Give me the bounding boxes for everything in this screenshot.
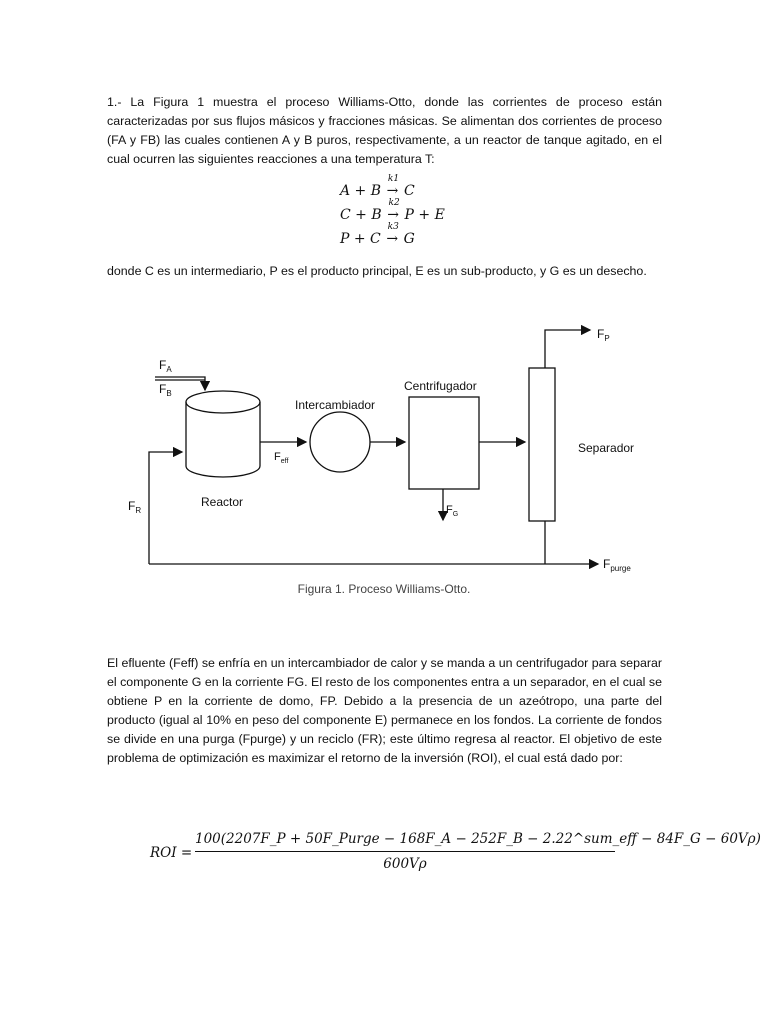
reaction-3-lhs: P + C — [340, 231, 381, 247]
reaction-3-rate-constant: k3 — [387, 222, 399, 232]
centrifuge — [408, 396, 480, 490]
reaction-2-lhs: C + B — [340, 207, 382, 223]
roi-denominator: 600Vρ — [383, 856, 427, 872]
reaction-2-arrow: k2→ — [386, 198, 400, 227]
label-feff: Feff — [274, 451, 288, 465]
label-fb: FB — [159, 382, 172, 398]
reaction-1-rate-constant: k1 — [387, 174, 400, 184]
separator-column — [528, 367, 556, 522]
fp-outlet-line — [544, 324, 592, 368]
reaction-1-arrow: k1→ — [385, 174, 399, 203]
label-fpurge: Fpurge — [603, 557, 631, 573]
reactions-explanation: donde C es un intermediario, P es el pro… — [107, 264, 647, 278]
label-fr: FR — [128, 499, 141, 515]
reaction-3-rhs: G — [403, 231, 415, 247]
label-reactor: Reactor — [201, 495, 243, 509]
heat-exchanger — [309, 411, 371, 473]
label-fa: FA — [159, 358, 172, 374]
reaction-1-lhs: A + B — [340, 183, 382, 199]
label-fp: FP — [597, 327, 610, 343]
reaction-equations: A + B k1→ C C + B k2→ P + E P + C k3→ G — [340, 174, 445, 251]
roi-fraction: 100(2207F_P + 50F_Purge − 168F_A − 252F_… — [195, 828, 761, 874]
recycle-line — [148, 446, 184, 564]
feed-a-line — [155, 376, 211, 392]
reaction-2: C + B k2→ P + E — [340, 198, 445, 227]
reactor-vessel — [185, 390, 261, 478]
process-description: El efluente (Feff) se enfría en un inter… — [107, 656, 662, 765]
roi-fraction-bar — [195, 851, 615, 852]
problem-intro: 1.- La Figura 1 muestra el proceso Willi… — [107, 95, 662, 166]
reaction-2-rhs: P + E — [404, 207, 445, 223]
label-centrifugador: Centrifugador — [404, 379, 477, 393]
process-diagram: FA FB FR Feff FG FP Fpurge Reactor Inter… — [128, 324, 634, 573]
reaction-1-rhs: C — [403, 183, 415, 199]
reaction-2-rate-constant: k2 — [388, 198, 400, 208]
figure-caption: Figura 1. Proceso Williams-Otto. — [297, 582, 471, 596]
label-separador: Separador — [578, 441, 634, 455]
reaction-3: P + C k3→ G — [340, 222, 445, 251]
reaction-3-arrow: k3→ — [385, 222, 399, 251]
label-fg: FG — [446, 504, 458, 518]
reaction-1: A + B k1→ C — [340, 174, 445, 203]
roi-lhs: ROI = — [150, 845, 193, 861]
roi-numerator: 100(2207F_P + 50F_Purge − 168F_A − 252F_… — [195, 831, 761, 847]
label-intercambiador: Intercambiador — [295, 398, 375, 412]
